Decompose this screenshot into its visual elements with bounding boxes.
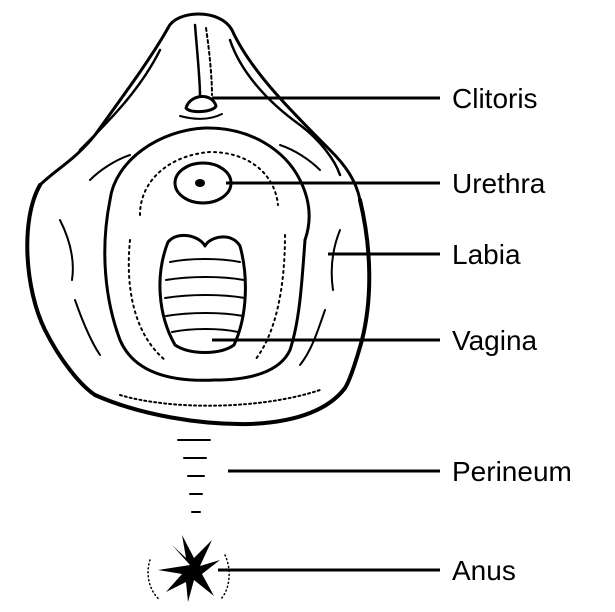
perineum-drawing <box>178 440 210 512</box>
labia-label: Labia <box>452 239 521 270</box>
leader-lines <box>212 98 440 570</box>
anus-label: Anus <box>452 555 516 586</box>
vagina-label: Vagina <box>452 325 538 356</box>
urethra-label: Urethra <box>452 168 546 199</box>
urethra-drawing <box>175 163 231 203</box>
clitoris-label: Clitoris <box>452 83 538 114</box>
outer-labia-drawing <box>27 14 369 424</box>
perineum-label: Perineum <box>452 456 572 487</box>
clitoris-drawing <box>180 96 222 118</box>
anus-drawing <box>148 535 229 602</box>
vagina-drawing <box>160 235 245 352</box>
labels: Clitoris Urethra Labia Vagina Perineum A… <box>452 83 572 586</box>
